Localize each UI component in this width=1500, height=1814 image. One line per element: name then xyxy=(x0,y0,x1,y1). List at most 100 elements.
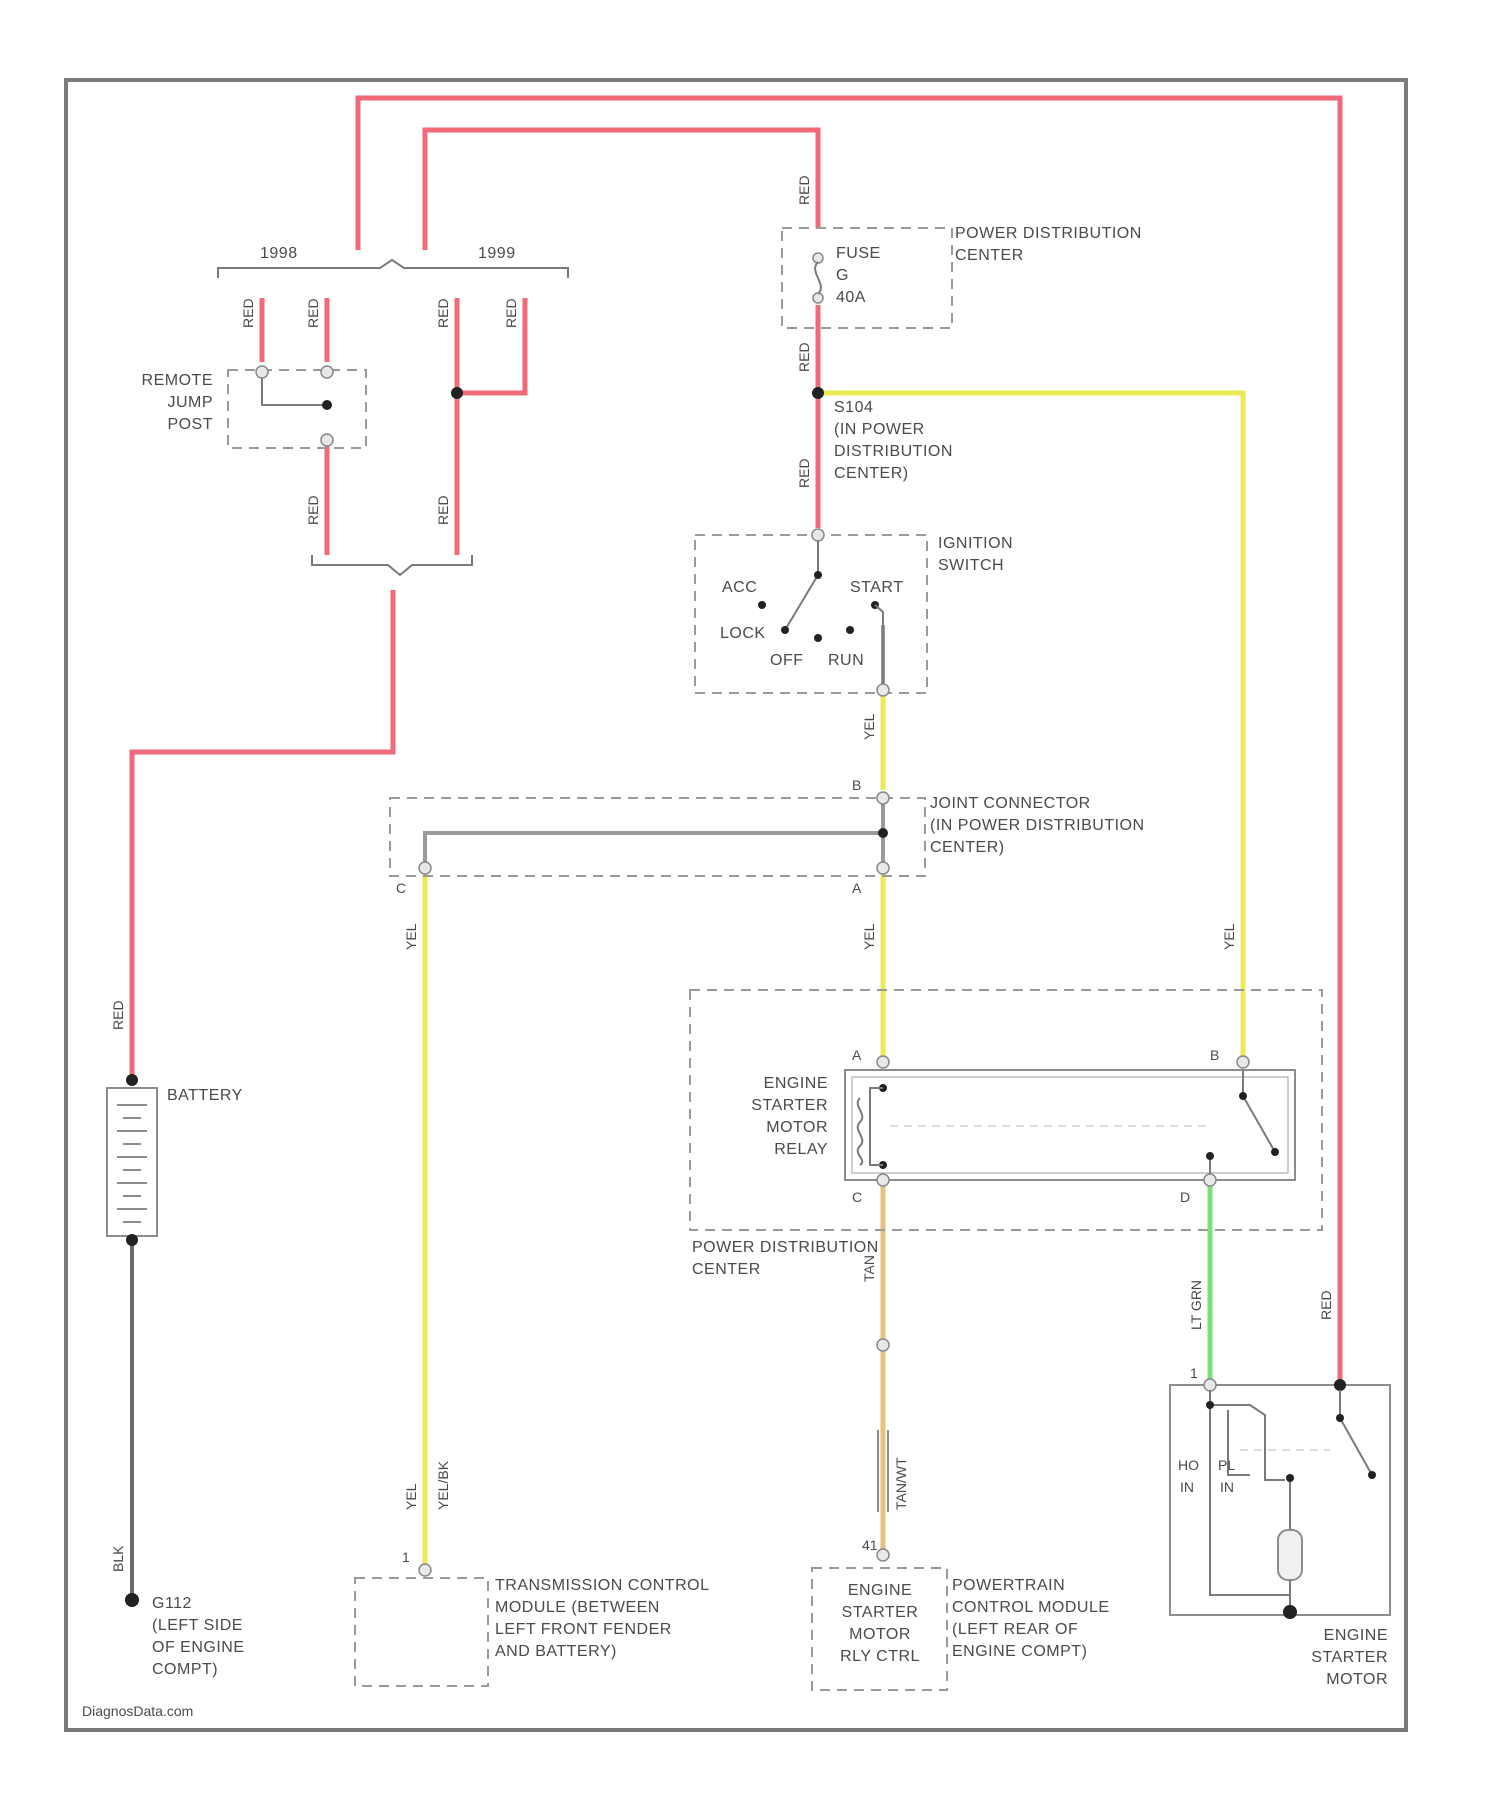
ign-lock-label: LOCK xyxy=(720,625,766,642)
splice-label-2: (IN POWER xyxy=(834,421,925,438)
tcm-label-4: AND BATTERY) xyxy=(495,1643,617,1660)
jc-pin-a: A xyxy=(852,880,862,896)
joint-connector-box xyxy=(390,798,925,876)
wire-label-red-2: RED xyxy=(305,298,321,328)
pcm-label-3: (LEFT REAR OF xyxy=(952,1621,1078,1638)
wire-label-red-5: RED xyxy=(305,495,321,525)
starter-motor-box xyxy=(1170,1385,1390,1615)
pdc-label-1: POWER DISTRIBUTION xyxy=(955,225,1142,242)
pcm-box-label-3: MOTOR xyxy=(849,1626,911,1643)
starter-label-1: ENGINE xyxy=(1324,1627,1388,1644)
splice-label-3: DISTRIBUTION xyxy=(834,443,953,460)
relay-label-4: RELAY xyxy=(774,1141,828,1158)
wire-label-yel-ign: YEL xyxy=(861,713,877,740)
wire-label-tan: TAN xyxy=(861,1255,877,1282)
tcm-pin: 1 xyxy=(402,1549,410,1565)
ign-title-1: IGNITION xyxy=(938,535,1013,552)
wire-label-yel-tcm: YEL xyxy=(403,923,419,950)
ign-acc-label: ACC xyxy=(722,579,757,596)
ign-off-label: OFF xyxy=(770,652,804,669)
starter-pull-label-2: IN xyxy=(1220,1479,1234,1495)
wire-label-yel-relay: YEL xyxy=(861,923,877,950)
tcm-label-1: TRANSMISSION CONTROL xyxy=(495,1577,709,1594)
year-1998-label: 1998 xyxy=(260,245,298,262)
year-1999-label: 1999 xyxy=(478,245,516,262)
wire-label-red-ign: RED xyxy=(796,458,812,488)
jc-title-1: JOINT CONNECTOR xyxy=(930,795,1091,812)
starter-pin: 1 xyxy=(1190,1365,1198,1381)
wire-label-yel-bk-1: YEL xyxy=(403,1483,419,1510)
wire-label-red-fuse-top: RED xyxy=(796,175,812,205)
ground-point xyxy=(125,1593,139,1607)
starter-relay-box xyxy=(845,1070,1295,1180)
pdc-bottom-label-1: POWER DISTRIBUTION xyxy=(692,1239,879,1256)
pcm-label-4: ENGINE COMPT) xyxy=(952,1643,1087,1660)
remote-jump-post-box xyxy=(228,370,366,448)
tcm-label-2: MODULE (BETWEEN xyxy=(495,1599,660,1616)
wire-label-yel-relay-b: YEL xyxy=(1221,923,1237,950)
relay-pin-b: B xyxy=(1210,1047,1219,1063)
ground-label-1: G112 xyxy=(152,1595,192,1612)
splice-s104 xyxy=(812,387,824,399)
pdc-fuse-box xyxy=(782,228,952,328)
ignition-switch-box xyxy=(695,535,927,693)
ign-title-2: SWITCH xyxy=(938,557,1004,574)
battery-symbol xyxy=(107,1088,157,1236)
wire-label-tan-wt: TAN/WT xyxy=(893,1457,909,1510)
relay-pin-d: D xyxy=(1180,1189,1190,1205)
wire-label-red-fuse-bottom: RED xyxy=(796,342,812,372)
jc-title-2: (IN POWER DISTRIBUTION xyxy=(930,817,1145,834)
pcm-label-1: POWERTRAIN xyxy=(952,1577,1065,1594)
remote-jump-label-3: POST xyxy=(167,416,213,433)
remote-jump-label-1: REMOTE xyxy=(142,372,213,389)
starter-hold-label: HO xyxy=(1178,1457,1199,1473)
pcm-pin: 41 xyxy=(862,1537,878,1553)
pcm-label-2: CONTROL MODULE xyxy=(952,1599,1110,1616)
yellow-wires xyxy=(425,393,1243,1565)
relay-pin-c: C xyxy=(852,1189,862,1205)
ground-label-2: (LEFT SIDE xyxy=(152,1617,243,1634)
pdc-label-2: CENTER xyxy=(955,247,1024,264)
pcm-box-label-2: STARTER xyxy=(842,1604,919,1621)
wire-label-red-6: RED xyxy=(435,495,451,525)
fuse-label-2: G xyxy=(836,267,849,284)
tcm-label-3: LEFT FRONT FENDER xyxy=(495,1621,672,1638)
jc-title-3: CENTER) xyxy=(930,839,1005,856)
year-brace-bottom xyxy=(312,555,472,575)
starter-motor-ground xyxy=(1283,1605,1297,1619)
pdc-bottom-label-2: CENTER xyxy=(692,1261,761,1278)
ground-label-3: OF ENGINE xyxy=(152,1639,245,1656)
splice-label-4: CENTER) xyxy=(834,465,909,482)
starter-pull-label: PL xyxy=(1218,1457,1235,1473)
wire-label-yel-bk-2: YEL/BK xyxy=(435,1460,451,1510)
battery-label: BATTERY xyxy=(167,1087,243,1104)
wire-label-red-4: RED xyxy=(503,298,519,328)
relay-label-1: ENGINE xyxy=(764,1075,828,1092)
red-wires xyxy=(132,98,1340,1385)
wire-label-lt-grn: LT GRN xyxy=(1188,1280,1204,1330)
relay-pin-a: A xyxy=(852,1047,862,1063)
year-brace-top xyxy=(218,260,568,278)
fuse-label-1: FUSE xyxy=(836,245,881,262)
ign-run-label: RUN xyxy=(828,652,864,669)
pcm-box-label-4: RLY CTRL xyxy=(840,1648,920,1665)
wire-label-red-1: RED xyxy=(240,298,256,328)
wire-label-red-battery: RED xyxy=(110,1000,126,1030)
pcm-box-label-1: ENGINE xyxy=(848,1582,912,1599)
watermark: DiagnosData.com xyxy=(82,1703,193,1719)
splice-label-1: S104 xyxy=(834,399,873,416)
jc-pin-c: C xyxy=(396,880,406,896)
starter-label-3: MOTOR xyxy=(1326,1671,1388,1688)
joint-connector-bus xyxy=(425,833,883,865)
wire-label-red-3: RED xyxy=(435,298,451,328)
wire-label-red-starter: RED xyxy=(1318,1290,1334,1320)
wire-label-blk: BLK xyxy=(110,1545,126,1572)
fuse-label-3: 40A xyxy=(836,289,866,306)
tcm-box xyxy=(355,1578,488,1686)
jc-pin-b: B xyxy=(852,777,861,793)
starter-label-2: STARTER xyxy=(1311,1649,1388,1666)
diagram-frame xyxy=(66,80,1406,1730)
relay-label-2: STARTER xyxy=(751,1097,828,1114)
ground-label-4: COMPT) xyxy=(152,1661,218,1678)
